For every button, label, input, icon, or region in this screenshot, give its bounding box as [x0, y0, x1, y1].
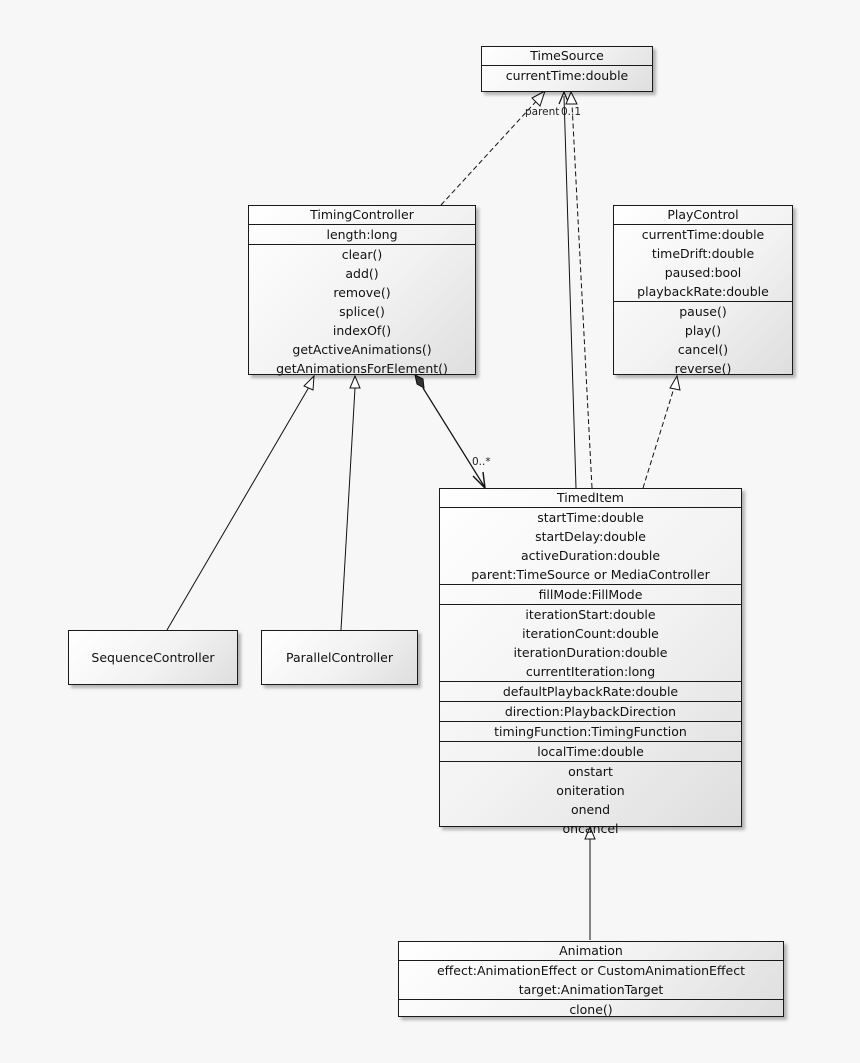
timeditem-section: localTime:double — [440, 742, 741, 762]
class-timeditem[interactable]: TimedItem startTime:double startDelay:doub… — [439, 488, 742, 836]
sequencecontroller-generalization — [166, 386, 310, 631]
timeditem-member: timingFunction:TimingFunction — [494, 724, 687, 739]
parallelcontroller-generalization — [340, 387, 356, 631]
timesource-member: currentTime:double — [505, 68, 629, 83]
playcontrol-member: reverse() — [674, 361, 732, 376]
timeditem-member: oniteration — [556, 783, 625, 798]
generalization-arrowhead-1 — [303, 374, 315, 391]
realization-arrowhead-1 — [531, 89, 546, 107]
timeditem-member: activeDuration:double — [520, 548, 661, 563]
playcontrol-member: playbackRate:double — [637, 284, 769, 299]
sequencecontroller-class-name: SequenceController — [91, 650, 215, 665]
timeditem-to-timesource-realization — [571, 103, 593, 489]
timeditem-member: startDelay:double — [535, 529, 646, 544]
animation-class-name: Animation — [399, 942, 783, 961]
timingcontroller-section: length:long — [249, 225, 475, 245]
timingcontroller-member: length:long — [326, 227, 398, 242]
class-playcontrol[interactable]: PlayControl currentTime:double timeDrift:d… — [613, 205, 793, 378]
timingcontroller-member: clear() — [341, 247, 383, 262]
class-timingcontroller[interactable]: TimingController length:long clear() add() r… — [248, 205, 476, 378]
timeditem-parent-association — [563, 95, 577, 489]
timeditem-section: defaultPlaybackRate:double — [440, 682, 741, 702]
timesource-section: currentTime:double — [482, 66, 652, 85]
timingcontroller-member: splice() — [339, 304, 385, 319]
timingcontroller-member: add() — [345, 266, 379, 281]
timeditem-section: startTime:double startDelay:double activeD… — [440, 508, 741, 585]
composition-open-arrowhead — [472, 471, 486, 490]
animation-member: target:AnimationTarget — [518, 982, 664, 997]
generalization-arrowhead-2 — [349, 374, 361, 389]
playcontrol-class-name: PlayControl — [614, 206, 792, 225]
playcontrol-section: pause() play() cancel() reverse() — [614, 302, 792, 378]
parallelcontroller-class-name: ParallelController — [285, 650, 394, 665]
playcontrol-member: timeDrift:double — [651, 246, 755, 261]
animation-member: clone() — [569, 1002, 613, 1017]
parent-role-label: parent — [525, 106, 559, 118]
timesource-class-name: TimeSource — [482, 47, 652, 66]
timeditem-member: iterationStart:double — [525, 607, 656, 622]
timeditem-member: onend — [570, 802, 611, 817]
timingcontroller-member: remove() — [333, 285, 391, 300]
timeditem-section: direction:PlaybackDirection — [440, 702, 741, 722]
timeditem-member: startTime:double — [537, 510, 644, 525]
playcontrol-member: cancel() — [677, 342, 729, 357]
class-animation[interactable]: Animation effect:AnimationEffect or Custo… — [398, 941, 784, 1017]
timeditem-member: localTime:double — [537, 744, 644, 759]
timeditem-section: timingFunction:TimingFunction — [440, 722, 741, 742]
parent-multiplicity-label: 0..1 — [561, 106, 581, 118]
timeditem-section: fillMode:FillMode — [440, 585, 741, 605]
realization-arrowhead-3 — [669, 374, 681, 391]
timingcontroller-member: indexOf() — [332, 323, 392, 338]
timingcontroller-timeditem-composition — [422, 387, 485, 487]
composition-diamond — [414, 374, 425, 389]
realization-arrowhead-2 — [565, 90, 578, 105]
timeditem-member: iterationDuration:double — [513, 645, 668, 660]
playcontrol-member: play() — [684, 323, 722, 338]
timeditem-member: oncancel — [562, 821, 619, 836]
timeditem-class-name: TimedItem — [440, 489, 741, 508]
timingcontroller-to-timesource-realization — [440, 95, 542, 206]
children-multiplicity-label: 0..* — [472, 456, 491, 468]
timeditem-member: direction:PlaybackDirection — [504, 704, 677, 719]
class-sequencecontroller[interactable]: SequenceController — [68, 630, 238, 685]
playcontrol-section: currentTime:double timeDrift:double paused… — [614, 225, 792, 302]
timingcontroller-section: clear() add() remove() splice() indexOf() get… — [249, 245, 475, 378]
timeditem-to-playcontrol-realization — [642, 387, 675, 489]
timeditem-section: iterationStart:double iterationCount:doub… — [440, 605, 741, 682]
timeditem-member: onstart — [568, 764, 613, 779]
timingcontroller-class-name: TimingController — [249, 206, 475, 225]
timingcontroller-member: getAnimationsForElement() — [276, 361, 448, 376]
timeditem-member: defaultPlaybackRate:double — [502, 684, 679, 699]
timeditem-member: currentIteration:long — [525, 664, 656, 679]
timeditem-section: onstart oniteration onend oncancel — [440, 762, 741, 838]
timeditem-member: fillMode:FillMode — [538, 587, 643, 602]
animation-member: effect:AnimationEffect or CustomAnimatio… — [436, 963, 745, 978]
playcontrol-member: paused:bool — [664, 265, 742, 280]
generalization-arrowhead-3 — [584, 825, 596, 840]
class-timesource[interactable]: TimeSource currentTime:double — [481, 46, 653, 92]
timeditem-member: iterationCount:double — [522, 626, 659, 641]
animation-section: effect:AnimationEffect or CustomAnimatio… — [399, 961, 783, 1000]
animation-section: clone() — [399, 1000, 783, 1019]
playcontrol-member: currentTime:double — [641, 227, 765, 242]
class-parallelcontroller[interactable]: ParallelController — [261, 630, 418, 685]
timingcontroller-member: getActiveAnimations() — [292, 342, 432, 357]
playcontrol-member: pause() — [679, 304, 727, 319]
timeditem-member: parent:TimeSource or MediaController — [471, 567, 710, 582]
